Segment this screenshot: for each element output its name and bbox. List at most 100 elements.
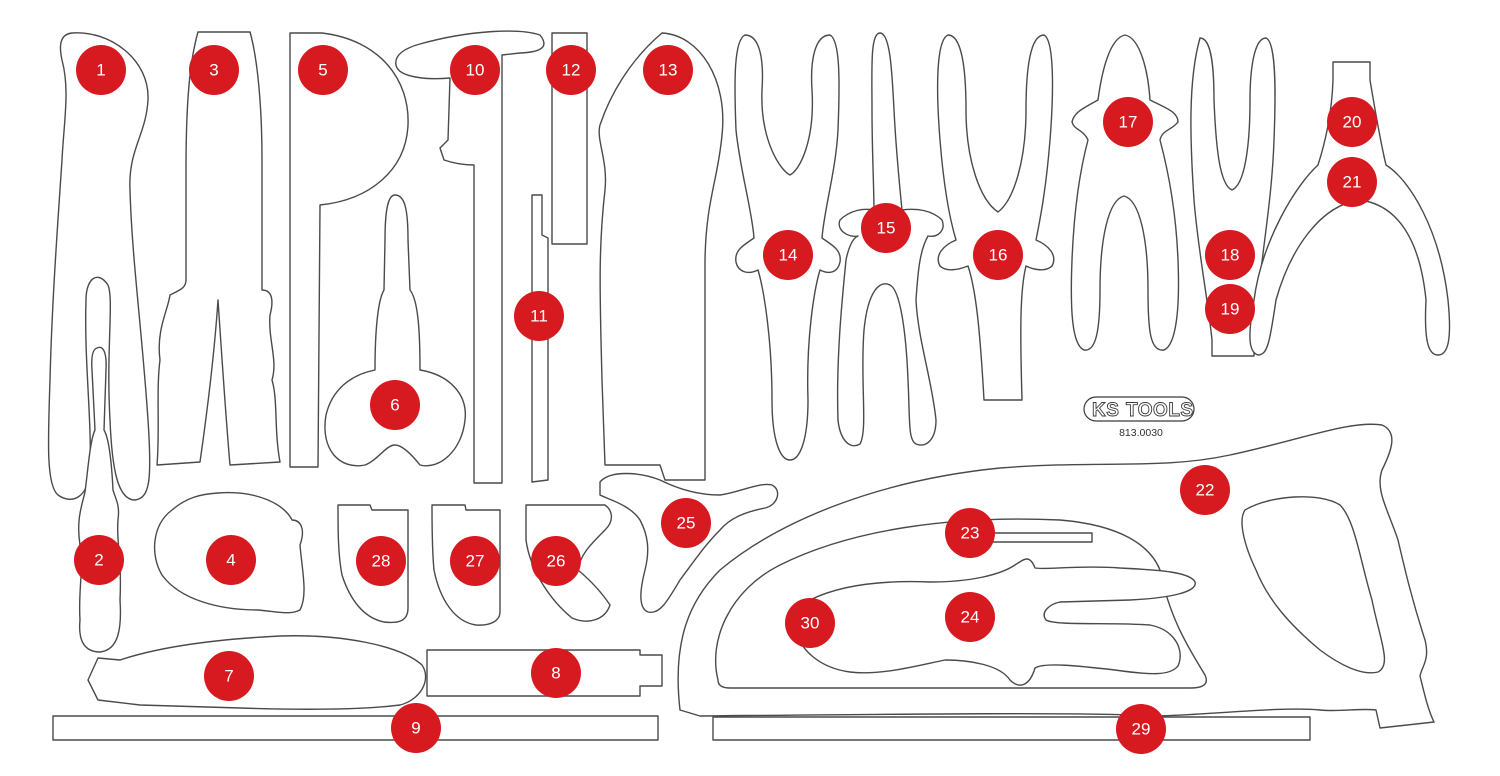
position-badge: 28 bbox=[356, 536, 406, 586]
badge-circle bbox=[450, 536, 500, 586]
cutout-7-handle bbox=[87, 635, 427, 710]
badge-number: 5 bbox=[318, 61, 327, 80]
position-badge: 3 bbox=[189, 45, 239, 95]
cutout-29-bar bbox=[712, 716, 1311, 741]
position-badge: 15 bbox=[861, 203, 911, 253]
badge-circle bbox=[514, 291, 564, 341]
badge-number: 15 bbox=[877, 219, 896, 238]
badge-circle bbox=[206, 535, 256, 585]
badge-circle bbox=[76, 45, 126, 95]
cutout-1-pliers bbox=[47, 32, 151, 501]
badge-circle bbox=[643, 45, 693, 95]
ks-tools-logo: KS TOOLS 813.0030 bbox=[1083, 396, 1195, 439]
badge-number: 1 bbox=[96, 61, 105, 80]
article-number: 813.0030 bbox=[1119, 427, 1163, 439]
badge-number: 14 bbox=[779, 246, 798, 265]
badge-number: 26 bbox=[547, 552, 566, 571]
cutout-23-slot bbox=[989, 532, 1093, 543]
badge-circle bbox=[356, 536, 406, 586]
cutout-18-pliers bbox=[1190, 37, 1276, 357]
position-badge: 20 bbox=[1327, 97, 1377, 147]
badge-circle bbox=[1205, 284, 1255, 334]
badge-circle bbox=[531, 648, 581, 698]
position-badge: 26 bbox=[531, 536, 581, 586]
badge-number: 27 bbox=[466, 552, 485, 571]
badge-circle bbox=[74, 535, 124, 585]
badge-number: 13 bbox=[659, 61, 678, 80]
position-badge: 19 bbox=[1205, 284, 1255, 334]
cutout-22-hacksaw-grip bbox=[1241, 496, 1386, 674]
position-badge: 14 bbox=[763, 230, 813, 280]
badge-number: 28 bbox=[372, 552, 391, 571]
badge-circle bbox=[450, 45, 500, 95]
position-badge: 11 bbox=[514, 291, 564, 341]
logo-ks-text: KS bbox=[1092, 400, 1119, 421]
tool-outlines bbox=[47, 30, 1451, 741]
cutout-3-flat-pliers bbox=[156, 31, 281, 466]
badge-number: 8 bbox=[551, 664, 560, 683]
badge-circle bbox=[785, 598, 835, 648]
badge-circle bbox=[945, 508, 995, 558]
badge-number: 2 bbox=[94, 551, 103, 570]
position-badge: 12 bbox=[546, 45, 596, 95]
cutout-6-cutters bbox=[324, 194, 466, 467]
position-badge: 7 bbox=[204, 651, 254, 701]
badge-circle bbox=[204, 651, 254, 701]
position-badge: 5 bbox=[298, 45, 348, 95]
badge-number: 17 bbox=[1119, 113, 1138, 132]
badge-number: 11 bbox=[530, 307, 548, 326]
position-badge: 16 bbox=[973, 230, 1023, 280]
badge-number: 12 bbox=[562, 61, 581, 80]
badge-circle bbox=[1327, 157, 1377, 207]
badge-number: 7 bbox=[224, 667, 233, 686]
position-badge: 18 bbox=[1205, 230, 1255, 280]
badge-number: 6 bbox=[390, 396, 399, 415]
badge-circle bbox=[1116, 704, 1166, 754]
badge-circle bbox=[1327, 97, 1377, 147]
logo-tools-text: TOOLS bbox=[1126, 400, 1194, 421]
badge-circle bbox=[661, 498, 711, 548]
badge-circle bbox=[1180, 465, 1230, 515]
position-badge: 6 bbox=[370, 380, 420, 430]
badge-circle bbox=[546, 45, 596, 95]
position-badge: 27 bbox=[450, 536, 500, 586]
cutout-16-pliers bbox=[936, 34, 1055, 401]
position-badge: 24 bbox=[945, 592, 995, 642]
position-badge: 22 bbox=[1180, 465, 1230, 515]
badge-circle bbox=[189, 45, 239, 95]
cutout-13-hammer bbox=[598, 32, 724, 481]
badge-number: 4 bbox=[226, 551, 235, 570]
badge-number: 3 bbox=[209, 61, 218, 80]
badge-circle bbox=[370, 380, 420, 430]
badge-circle bbox=[298, 45, 348, 95]
badge-number: 20 bbox=[1343, 113, 1362, 132]
cutout-5-spanner bbox=[289, 32, 409, 468]
badge-number: 10 bbox=[466, 61, 485, 80]
badge-circle bbox=[861, 203, 911, 253]
badge-number: 22 bbox=[1196, 481, 1215, 500]
position-badge: 23 bbox=[945, 508, 995, 558]
position-badge: 10 bbox=[450, 45, 500, 95]
position-badge: 2 bbox=[74, 535, 124, 585]
badge-circle bbox=[1205, 230, 1255, 280]
cutout-17-cutters bbox=[1070, 34, 1180, 351]
badge-number: 24 bbox=[961, 608, 980, 627]
badge-number: 30 bbox=[801, 614, 820, 633]
badge-circle bbox=[763, 230, 813, 280]
badge-number: 16 bbox=[989, 246, 1008, 265]
badge-number: 21 bbox=[1343, 173, 1362, 192]
position-badge: 1 bbox=[76, 45, 126, 95]
position-badge: 30 bbox=[785, 598, 835, 648]
cutout-10-caliper bbox=[395, 30, 545, 484]
badge-circle bbox=[391, 703, 441, 753]
position-badge: 25 bbox=[661, 498, 711, 548]
badge-number: 9 bbox=[411, 719, 420, 738]
badge-circle bbox=[531, 536, 581, 586]
position-badge: 8 bbox=[531, 648, 581, 698]
badge-number: 25 bbox=[677, 514, 696, 533]
badge-number: 23 bbox=[961, 524, 980, 543]
position-badge: 21 bbox=[1327, 157, 1377, 207]
badge-circle bbox=[945, 592, 995, 642]
